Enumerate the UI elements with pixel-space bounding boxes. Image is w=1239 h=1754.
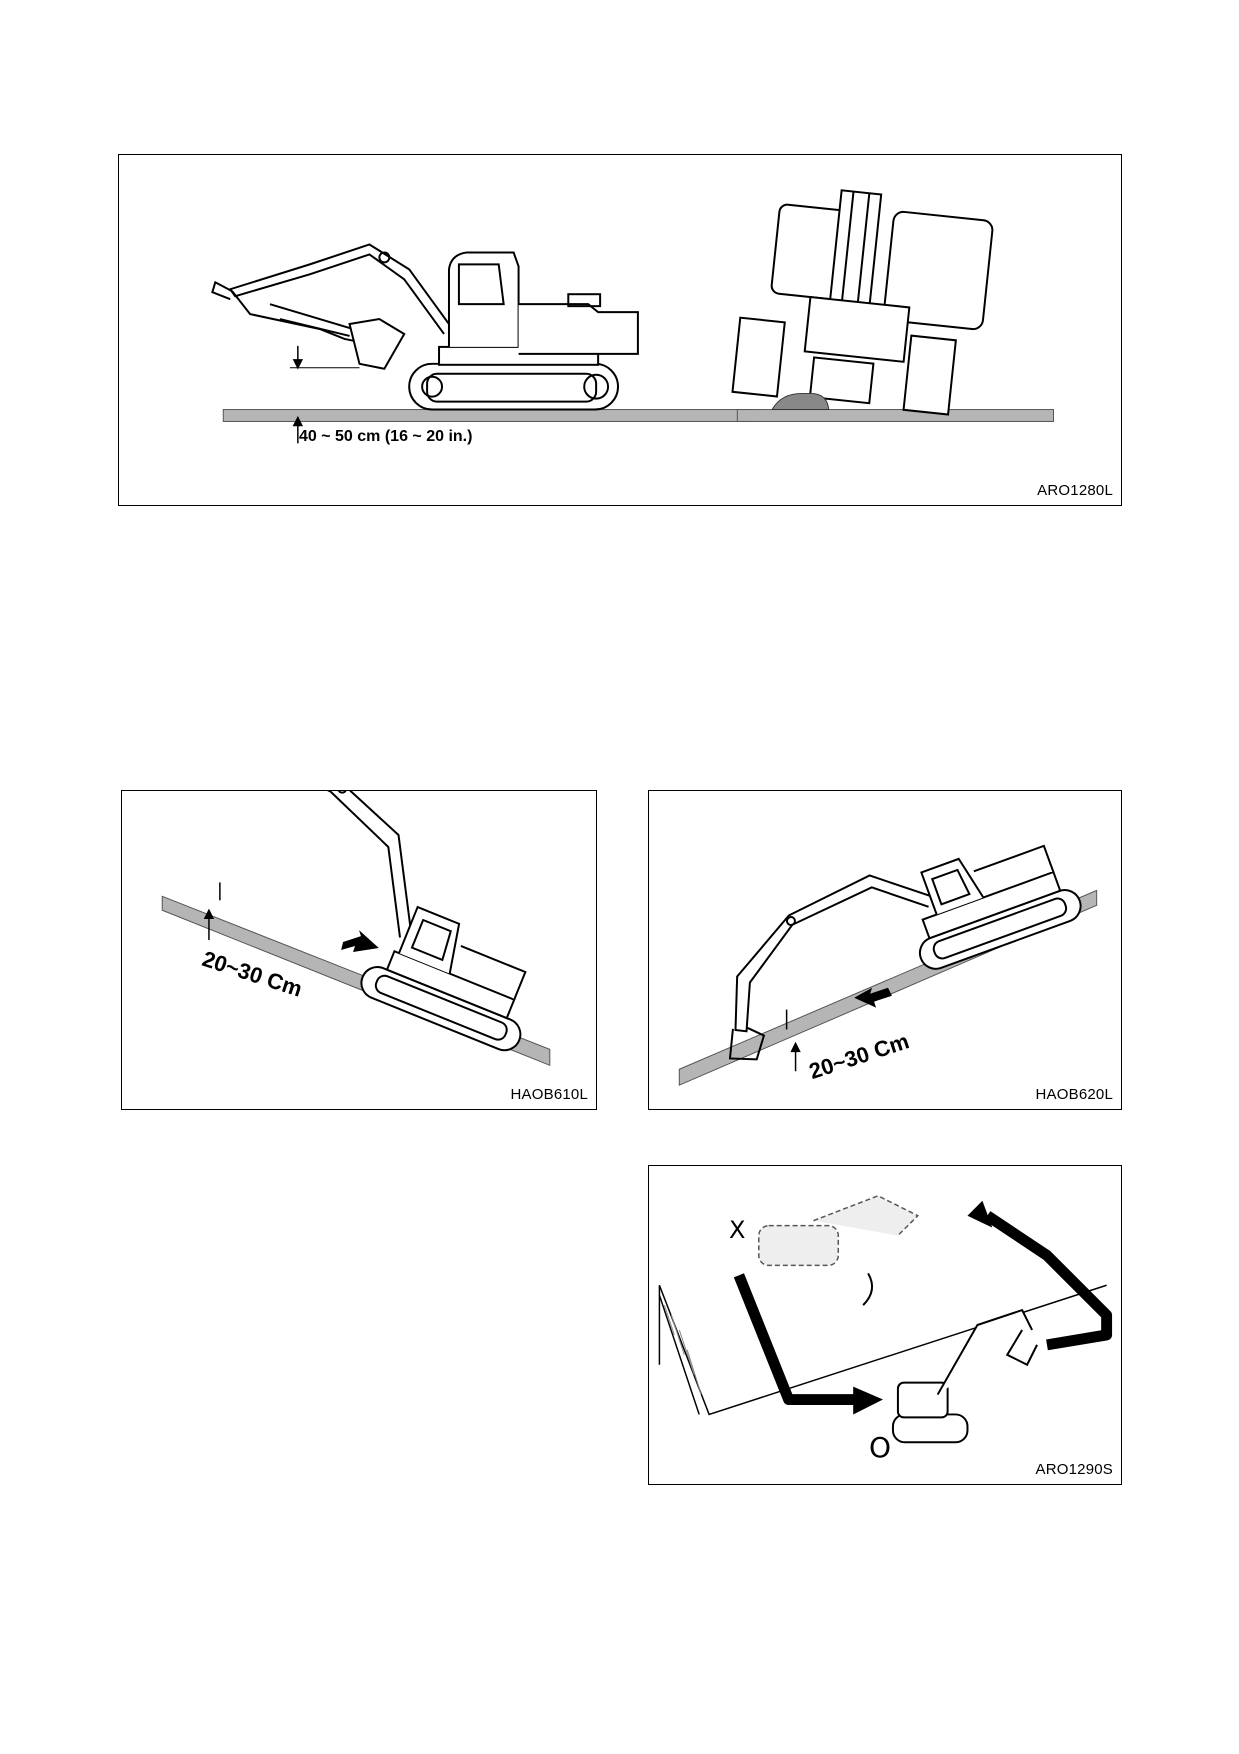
figure-code: HAOB620L xyxy=(1035,1086,1113,1103)
figure-travel-flat: 40 ~ 50 cm (16 ~ 20 in.) ARO1280L xyxy=(118,154,1122,506)
figure-code: ARO1280L xyxy=(1037,482,1113,499)
figure-code: ARO1290S xyxy=(1035,1461,1113,1478)
slope-turning-illustration xyxy=(658,1194,1113,1444)
correct-mark: O xyxy=(869,1431,892,1464)
excavator-travel-illustration xyxy=(211,189,1055,444)
figure-slope-down-right: 20~30 Cm HAOB620L xyxy=(648,790,1122,1110)
excavator-slope-illustration xyxy=(161,791,551,1067)
ground-clearance-label: 40 ~ 50 cm (16 ~ 20 in.) xyxy=(299,428,473,445)
wrong-mark: X xyxy=(729,1216,746,1244)
figure-turning-on-slope: X O ARO1290S xyxy=(648,1165,1122,1485)
excavator-slope-illustration xyxy=(678,844,1098,1086)
figure-code: HAOB610L xyxy=(510,1086,588,1103)
figure-slope-down-left: 20~30 Cm HAOB610L xyxy=(121,790,597,1110)
